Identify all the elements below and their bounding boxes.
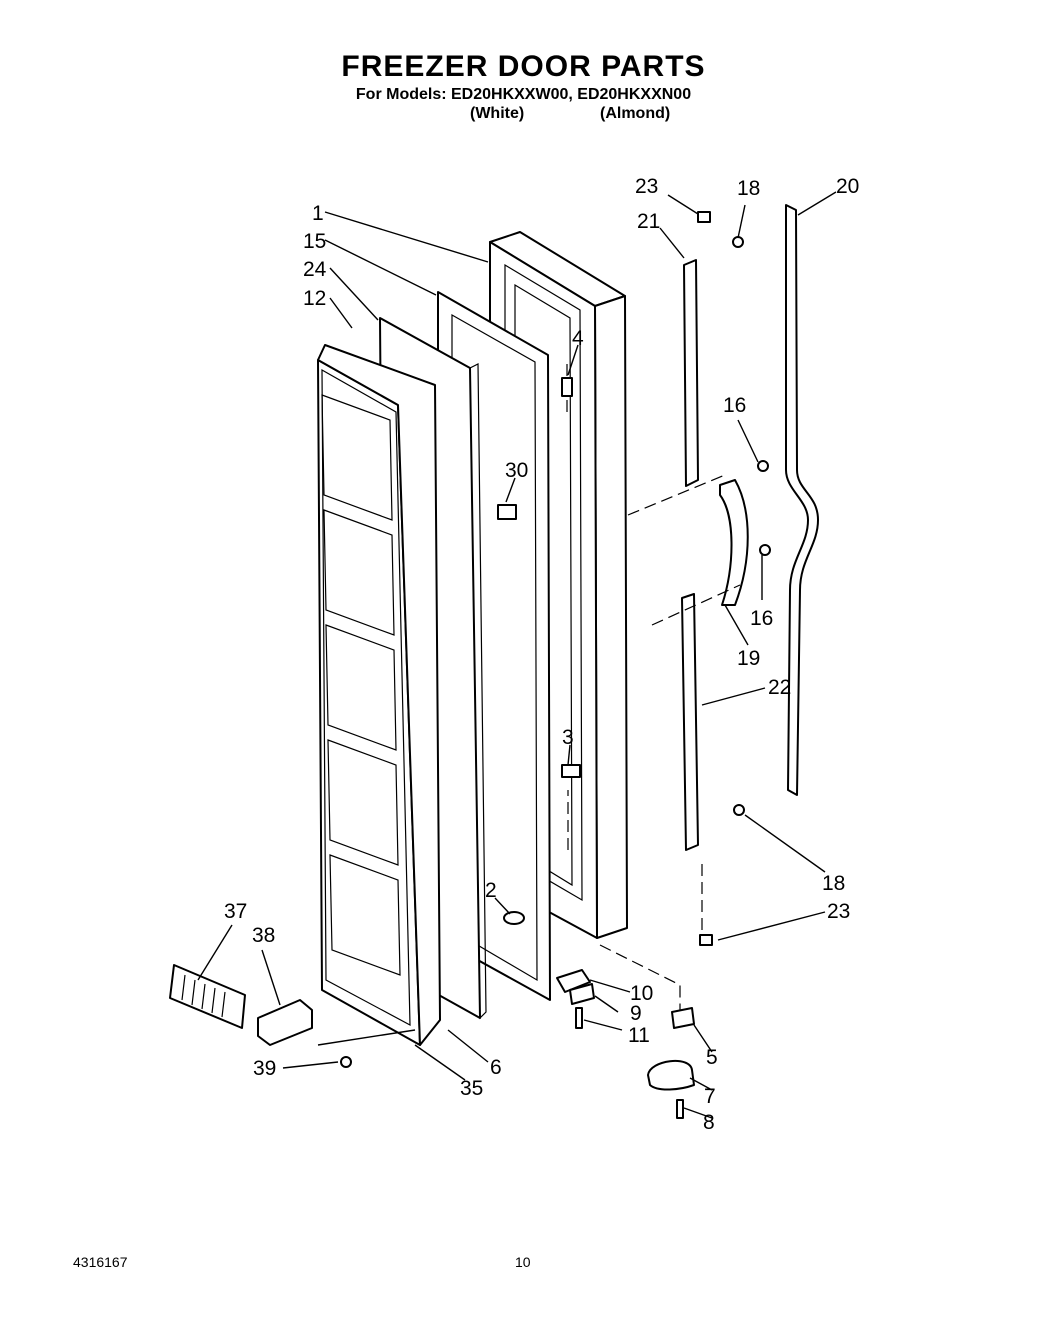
models-line: For Models: ED20HKXXW00, ED20HKXXN00	[355, 86, 692, 103]
callout-5: 5	[706, 1046, 718, 1069]
lower-trim-strip	[681, 593, 699, 851]
callout-37: 37	[224, 900, 247, 923]
callout-7: 7	[704, 1085, 716, 1108]
callout-18-bottom: 18	[822, 872, 845, 895]
callout-8: 8	[703, 1111, 715, 1134]
callout-18-top: 18	[737, 177, 760, 200]
model-color-white: (White)	[470, 105, 525, 122]
model-color-almond: (Almond)	[600, 105, 671, 122]
callout-38: 38	[252, 924, 275, 947]
document-number: 4316167	[73, 1254, 128, 1270]
callout-6: 6	[490, 1056, 502, 1079]
liner-shelf-compartments	[321, 394, 401, 976]
callout-30: 30	[505, 459, 528, 482]
callout-4: 4	[572, 327, 584, 350]
callout-20: 20	[836, 175, 859, 198]
alignment-line	[627, 474, 726, 516]
callout-19: 19	[737, 647, 760, 670]
callout-labels: 1 15 24 12 4 30 3 2 23 18 21 20 16 16 19…	[224, 175, 859, 1134]
callout-22: 22	[768, 676, 791, 699]
alignment-line	[599, 944, 681, 1015]
callout-11: 11	[628, 1024, 650, 1047]
callout-10: 10	[630, 982, 653, 1005]
leader-lines	[197, 191, 837, 1119]
callout-39: 39	[253, 1057, 276, 1080]
callout-2: 2	[485, 879, 497, 902]
callout-23-top: 23	[635, 175, 658, 198]
callout-1: 1	[312, 202, 324, 225]
callout-3: 3	[562, 726, 574, 749]
alignment-line	[651, 584, 741, 626]
callout-23-bottom: 23	[827, 900, 850, 923]
callout-24: 24	[303, 258, 327, 281]
upper-trim-strip	[683, 259, 699, 487]
callout-35: 35	[460, 1077, 483, 1100]
page-title: FREEZER DOOR PARTS	[341, 50, 706, 83]
callout-15: 15	[303, 230, 326, 253]
callout-21: 21	[637, 210, 660, 233]
callout-16-upper: 16	[723, 394, 746, 417]
page-number: 10	[515, 1254, 531, 1270]
toe-grille	[169, 964, 246, 1029]
hinge-cover	[257, 999, 313, 1046]
handle-bracket	[719, 479, 749, 606]
callout-16-lower: 16	[750, 607, 773, 630]
inner-door-liner	[317, 344, 441, 1046]
callout-9: 9	[630, 1002, 642, 1025]
fastener-hardware	[340, 211, 771, 1119]
callout-12: 12	[303, 287, 326, 310]
door-handle	[785, 204, 819, 796]
